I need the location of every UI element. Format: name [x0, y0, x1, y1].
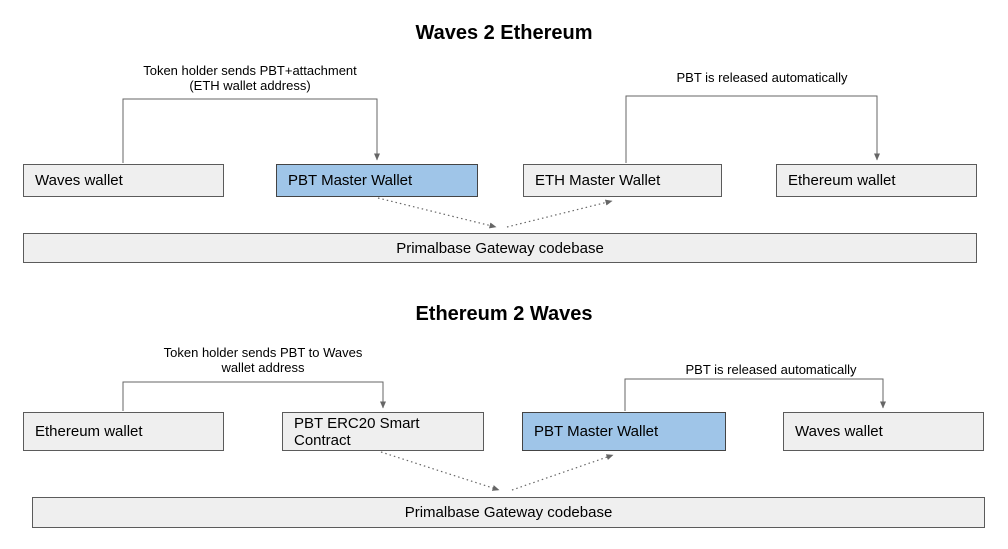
annotation-line: Token holder sends PBT+attachment: [143, 63, 357, 78]
annotation-line: Token holder sends PBT to Waves: [163, 345, 363, 360]
node-pbt-master-wallet-bottom: PBT Master Wallet: [522, 412, 726, 451]
bracket-arrow-ethmaster-to-ethereum: [625, 95, 880, 163]
gateway-codebase-bar-top: Primalbase Gateway codebase: [23, 233, 977, 263]
dotted-arrow-gateway-to-ethmaster: [506, 199, 613, 228]
node-label: PBT ERC20 Smart Contract: [294, 414, 420, 449]
node-label: PBT Master Wallet: [288, 172, 413, 189]
node-label: PBT Master Wallet: [534, 423, 659, 440]
annotation-token-holder-sends-pbt-attachment: Token holder sends PBT+attachment (ETH w…: [100, 63, 400, 93]
node-pbt-erc20-smart-contract: PBT ERC20 Smart Contract: [282, 412, 484, 451]
bracket-arrow-waves-to-pbt-master: [122, 98, 380, 163]
node-eth-master-wallet: ETH Master Wallet: [523, 164, 722, 197]
node-label: Waves wallet: [795, 423, 883, 440]
node-waves-wallet-top: Waves wallet: [23, 164, 224, 197]
bracket-arrow-ethereum-to-erc20: [122, 381, 386, 411]
dotted-arrow-pbtmaster-to-gateway: [377, 197, 497, 229]
annotation-line: PBT is released automatically: [676, 70, 848, 85]
gateway-codebase-bar-bottom: Primalbase Gateway codebase: [32, 497, 985, 528]
node-ethereum-wallet-top: Ethereum wallet: [776, 164, 977, 197]
node-label: Ethereum wallet: [35, 423, 143, 440]
annotation-line: (ETH wallet address): [189, 78, 311, 93]
annotation-line: PBT is released automatically: [685, 362, 857, 377]
bracket-arrow-pbtmaster-to-waves: [624, 378, 886, 411]
annotation-line: wallet address: [221, 360, 305, 375]
annotation-token-holder-sends-pbt-to-waves: Token holder sends PBT to Waves wallet a…: [113, 345, 413, 375]
node-label: Ethereum wallet: [788, 172, 896, 189]
node-label: Waves wallet: [35, 172, 123, 189]
section-title-waves-2-ethereum: Waves 2 Ethereum: [415, 22, 593, 44]
dotted-arrow-gateway-to-pbtmaster: [511, 454, 614, 491]
node-ethereum-wallet-bottom: Ethereum wallet: [23, 412, 224, 451]
annotation-pbt-released-automatically-bottom: PBT is released automatically: [621, 362, 921, 377]
node-pbt-master-wallet-top: PBT Master Wallet: [276, 164, 478, 197]
node-waves-wallet-bottom: Waves wallet: [783, 412, 984, 451]
annotation-pbt-released-automatically-top: PBT is released automatically: [612, 70, 912, 85]
gateway-label: Primalbase Gateway codebase: [404, 504, 613, 521]
gateway-label: Primalbase Gateway codebase: [396, 239, 604, 257]
node-label: ETH Master Wallet: [535, 172, 661, 189]
section-title-ethereum-2-waves: Ethereum 2 Waves: [415, 303, 593, 325]
dotted-arrow-erc20-to-gateway: [380, 451, 500, 491]
